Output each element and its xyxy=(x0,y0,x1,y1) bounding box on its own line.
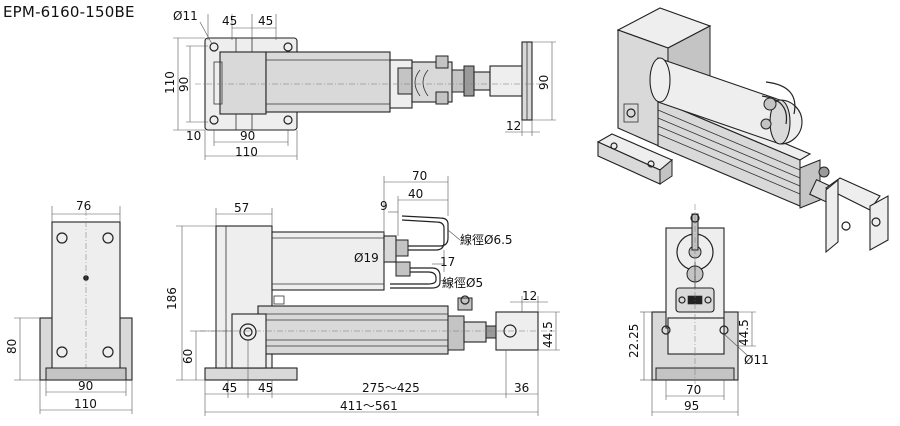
dim-front-70: 70 xyxy=(686,383,701,397)
dim-top-12: 12 xyxy=(506,119,521,133)
dim-top-10: 10 xyxy=(186,129,201,143)
dim-end-110: 110 xyxy=(74,397,97,411)
isometric-view xyxy=(596,7,889,254)
dim-side-45a: 45 xyxy=(222,381,237,395)
dim-side-12: 12 xyxy=(522,289,537,303)
dim-side-total: 411～561 xyxy=(340,399,398,413)
dim-side-phi19: Ø19 xyxy=(354,251,379,265)
dim-end-76: 76 xyxy=(76,199,91,213)
dim-end-90: 90 xyxy=(78,379,93,393)
dim-top-45a: 45 xyxy=(222,14,237,28)
dim-side-cable2: 線徑Ø5 xyxy=(442,275,483,290)
dim-side-44-5: 44.5 xyxy=(541,321,555,348)
dim-front-22-25: 22.25 xyxy=(627,324,641,358)
front-view-right: 22.25 44.5 Ø11 70 95 xyxy=(627,204,769,416)
dim-side-17: 17 xyxy=(440,255,455,269)
dim-front-44-5: 44.5 xyxy=(737,319,751,346)
dim-side-9: 9 xyxy=(380,199,388,213)
dim-top-90v: 90 xyxy=(177,77,191,92)
dim-side-70: 70 xyxy=(412,169,427,183)
dim-side-186: 186 xyxy=(165,287,179,310)
dim-side-60: 60 xyxy=(181,349,195,364)
dim-side-stroke: 275～425 xyxy=(362,381,420,395)
dim-front-95: 95 xyxy=(684,399,699,413)
dim-top-45b: 45 xyxy=(258,14,273,28)
dim-top-110h: 110 xyxy=(235,145,258,159)
dim-front-hole: Ø11 xyxy=(744,353,769,367)
dim-top-hole: Ø11 xyxy=(173,9,198,23)
dim-side-40: 40 xyxy=(408,187,423,201)
dim-side-57: 57 xyxy=(234,201,249,215)
dim-top-90h: 90 xyxy=(240,129,255,143)
dim-side-36: 36 xyxy=(514,381,529,395)
dim-top-110: 110 xyxy=(163,71,177,94)
side-view: 57 70 40 9 線徑Ø6.5 Ø19 17 線徑Ø5 12 186 60 … xyxy=(165,169,560,416)
dim-side-cable1: 線徑Ø6.5 xyxy=(460,232,513,247)
dim-top-90v-right: 90 xyxy=(537,75,551,90)
model-title: EPM-6160-150BE xyxy=(3,3,135,21)
top-view: Ø11 45 45 110 90 90 12 10 90 110 xyxy=(163,9,556,160)
dim-end-80: 80 xyxy=(5,339,19,354)
dim-side-45b: 45 xyxy=(258,381,273,395)
end-view-left: 76 80 90 110 xyxy=(5,199,133,414)
